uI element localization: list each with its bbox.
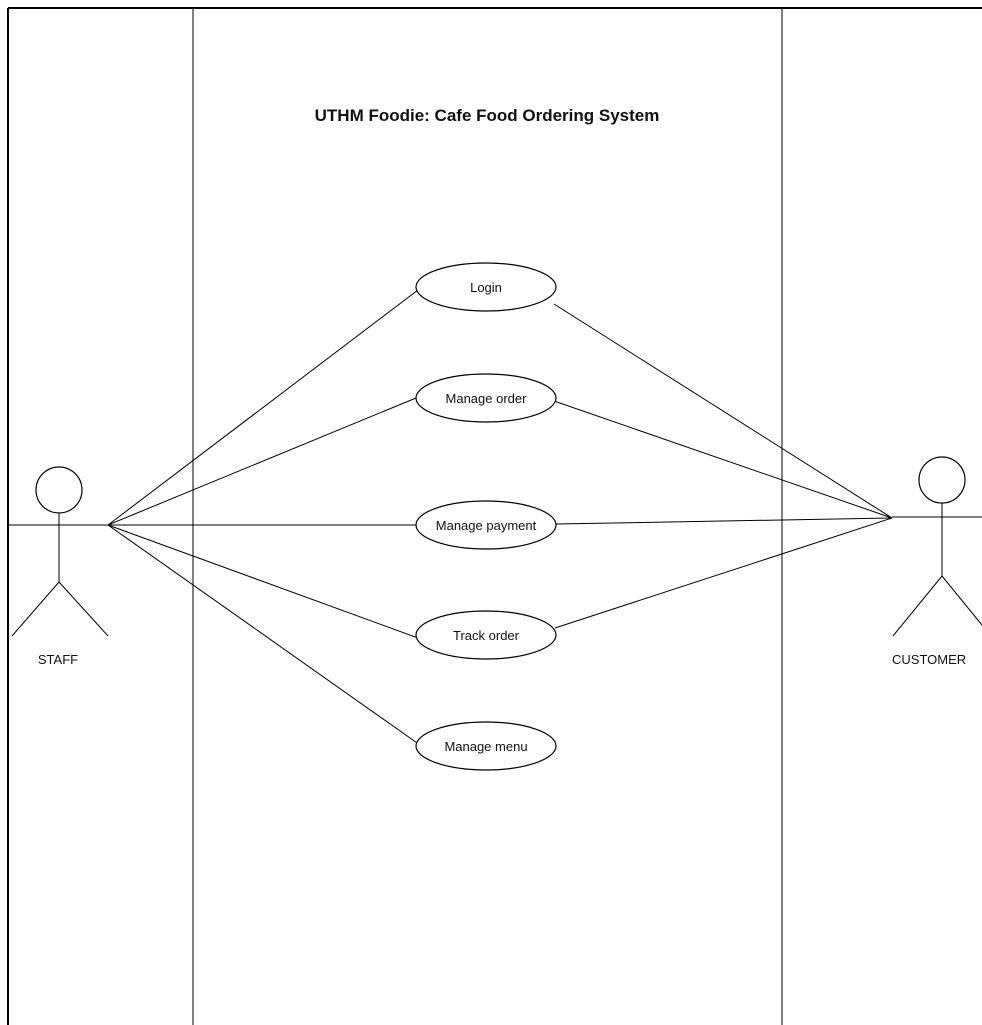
use-case-ellipse bbox=[415, 262, 557, 312]
use-case-label: Manage payment bbox=[436, 518, 537, 533]
use-case-login: Login bbox=[415, 262, 557, 312]
association-staff-manage-menu bbox=[107, 524, 421, 746]
actor-head bbox=[918, 456, 966, 504]
actor-left-leg bbox=[11, 581, 60, 637]
use-case-manage-menu: Manage menu bbox=[415, 721, 557, 771]
use-case-ellipse bbox=[415, 721, 557, 771]
actor-right-leg bbox=[58, 581, 109, 637]
actor-left-leg bbox=[892, 575, 943, 637]
diagram-title: UTHM Foodie: Cafe Food Ordering System bbox=[315, 106, 660, 125]
use-case-track-order: Track order bbox=[415, 610, 557, 660]
associations bbox=[8, 289, 982, 746]
association-customer-manage-payment bbox=[555, 517, 893, 525]
use-case-label: Manage menu bbox=[444, 739, 527, 754]
association-customer-manage-order bbox=[553, 400, 893, 519]
actor-head bbox=[35, 466, 83, 514]
use-case-label: Manage order bbox=[446, 391, 528, 406]
use-case-ellipse bbox=[415, 500, 557, 550]
actor-label: CUSTOMER bbox=[892, 652, 966, 667]
use-case-ellipse bbox=[415, 610, 557, 660]
actor-label: STAFF bbox=[38, 652, 78, 667]
association-customer-track-order bbox=[554, 517, 893, 629]
association-customer-login bbox=[553, 303, 893, 519]
actor-staff: STAFF bbox=[11, 466, 109, 667]
association-staff-track-order bbox=[107, 524, 419, 639]
association-staff-manage-order bbox=[107, 397, 417, 526]
actor-customer: CUSTOMER bbox=[892, 456, 982, 667]
use-case-ellipse bbox=[415, 373, 557, 423]
association-staff-login bbox=[107, 289, 419, 526]
system-boundary bbox=[192, 8, 783, 1025]
use-case-label: Track order bbox=[453, 628, 520, 643]
use-case-manage-payment: Manage payment bbox=[415, 500, 557, 550]
actor-right-leg bbox=[941, 575, 982, 626]
use-case-label: Login bbox=[470, 280, 502, 295]
use-case-manage-order: Manage order bbox=[415, 373, 557, 423]
